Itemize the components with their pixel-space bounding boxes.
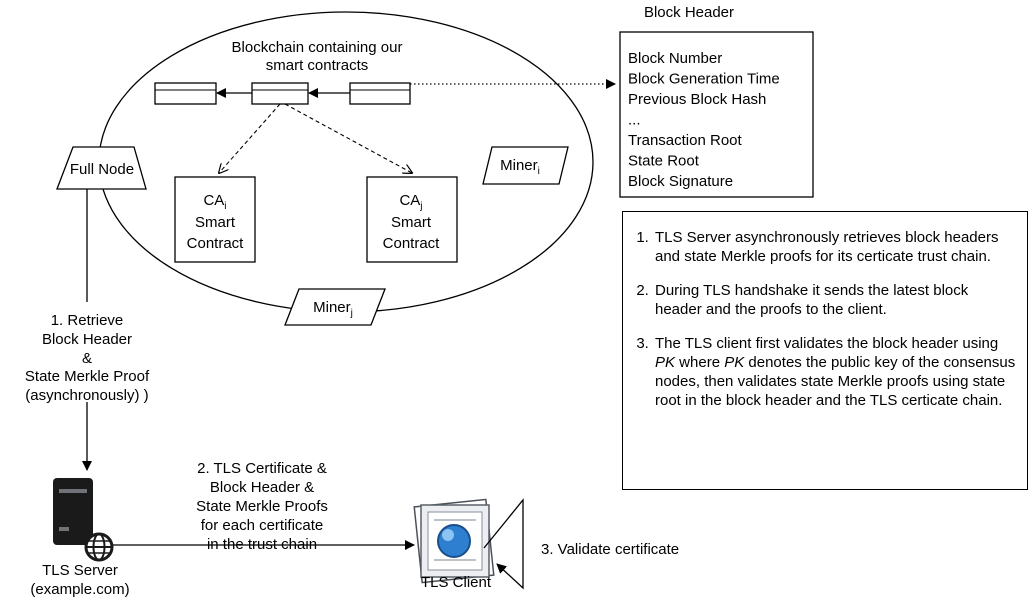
tls-server-label: TLS Server [42,562,118,579]
send-line2: Block Header & [210,479,314,496]
ca-i-label: CAi [203,192,226,212]
block-header-title: Block Header [644,4,734,21]
smart-contract-i [174,176,256,263]
retrieve-line1: 1. Retrieve [51,312,124,329]
contract-arrow-j [284,103,412,173]
blockchain-label-line2: smart contracts [266,57,369,74]
block-header-field: Previous Block Hash [628,91,766,108]
step-note-1-text: TLS Server asynchronously retrieves bloc… [655,229,999,265]
step-note-3: The TLS client first validates the block… [653,334,1019,410]
block-oldest [154,82,217,105]
send-line5: in the trust chain [207,536,317,553]
block-header-field: Transaction Root [628,132,742,149]
send-line1: 2. TLS Certificate & [197,460,327,477]
steps-note-box: TLS Server asynchronously retrieves bloc… [622,211,1028,490]
step-note-3-text-c: denotes the public key of the consensus … [655,354,1016,409]
ca-j-label: CAj [399,192,422,212]
step-note-2: During TLS handshake it sends the latest… [653,281,1019,319]
step-note-3-text-a: The TLS client first validates the block… [655,335,999,352]
step-note-1: TLS Server asynchronously retrieves bloc… [653,228,1019,266]
contract-arrow-i [219,103,281,173]
miner-top-label: Mineri [500,157,540,177]
block-latest [349,82,411,105]
send-line3: State Merkle Proofs [196,498,328,515]
blockchain-label-line1: Blockchain containing our [232,39,403,56]
block-middle [251,82,309,105]
pk-term-2: PK [724,354,745,371]
server-icon [53,478,114,562]
retrieve-line3: & [82,350,92,367]
block-header-field: Block Signature [628,173,733,190]
validate-label: 3. Validate certificate [541,541,679,558]
miner-bottom-label: Minerj [313,299,353,319]
retrieve-line4: State Merkle Proof [25,368,150,385]
pk-term: PK [655,354,676,371]
block-header-field: Block Generation Time [628,71,780,88]
ca-i-smart: Smart [195,214,236,231]
tls-client-label: TLS Client [421,574,492,591]
retrieve-line2: Block Header [42,331,132,348]
step-note-2-text: During TLS handshake it sends the latest… [655,282,969,318]
step-note-3-text-b: where [675,354,725,371]
block-header-field: ... [628,112,641,129]
send-line4: for each certificate [201,517,324,534]
retrieve-line5: (asynchronously) ) [25,387,148,404]
block-header-box [619,31,814,198]
validate-arrow [483,498,524,590]
steps-list: TLS Server asynchronously retrieves bloc… [623,212,1027,410]
ca-j-contract: Contract [383,235,441,252]
full-node-shape [56,146,147,190]
block-header-field: Block Number [628,50,722,67]
ca-j-smart: Smart [391,214,432,231]
miner-top-shape [482,146,569,185]
tls-server-domain: (example.com) [30,581,129,598]
full-node-label: Full Node [70,161,134,178]
miner-bottom-shape [284,288,386,326]
ca-i-contract: Contract [187,235,245,252]
block-header-field: State Root [628,153,700,170]
smart-contract-j [366,176,458,263]
certificate-icon [413,498,495,584]
